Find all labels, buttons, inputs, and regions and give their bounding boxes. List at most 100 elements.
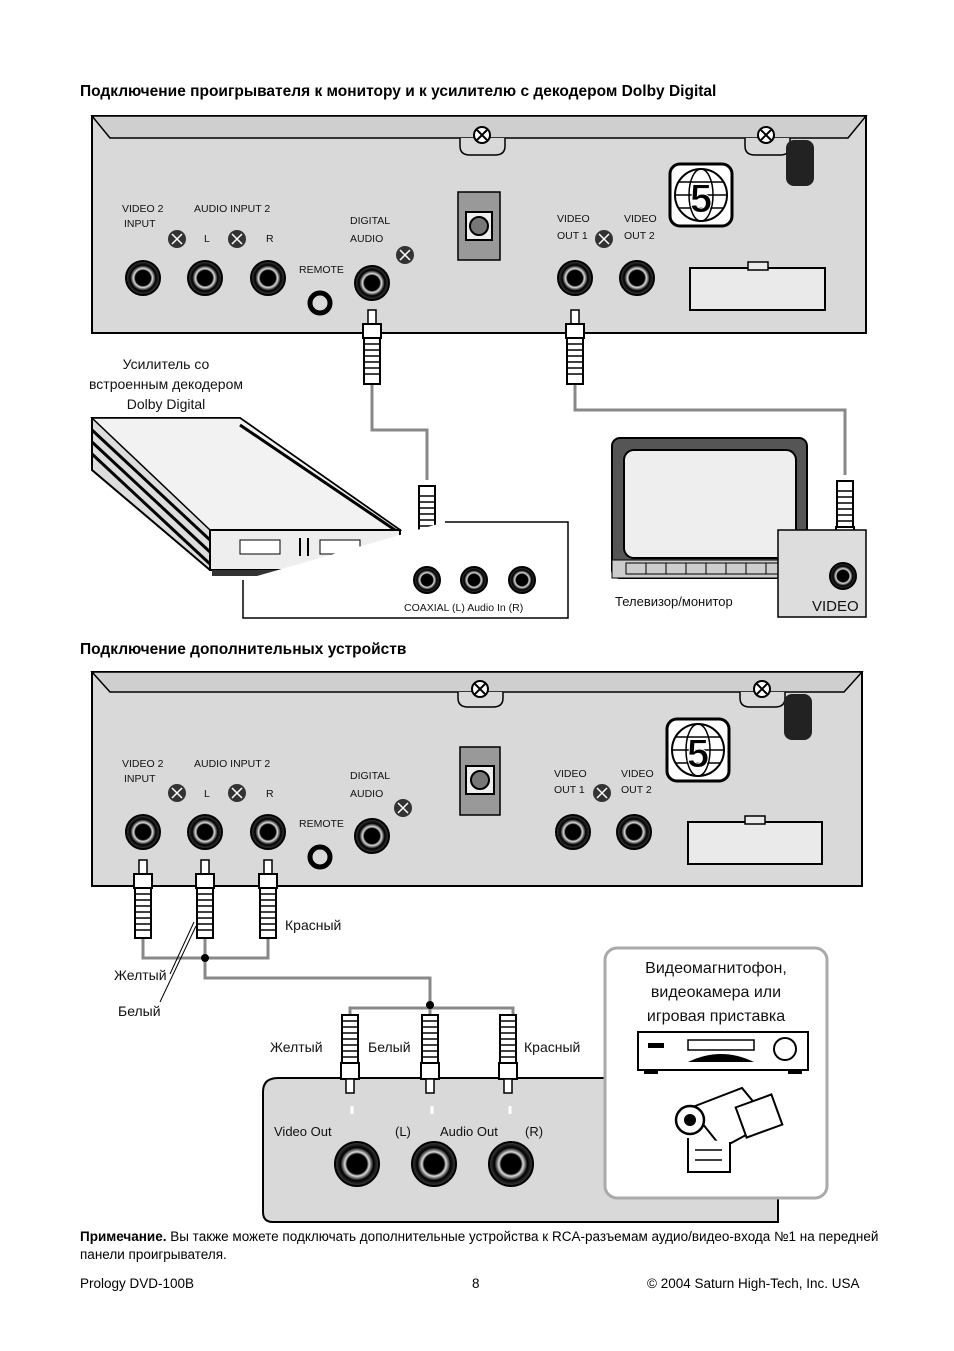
screw-icon: [168, 230, 186, 248]
amplifier-illustration: Усилитель со встроенным декодером Dolby …: [89, 356, 569, 619]
jack-amp-audio-l: [460, 566, 488, 594]
label-remote: REMOTE: [299, 264, 344, 276]
camcorder-icon: [674, 1086, 784, 1173]
jack-video-out2: [616, 814, 652, 850]
label-out2: OUT 2: [624, 230, 655, 242]
amp-label-3: Dolby Digital: [127, 396, 206, 412]
label-input: INPUT: [124, 218, 156, 230]
label-video2: VIDEO 2: [122, 203, 164, 215]
jack-audio-r: [250, 814, 286, 850]
rca-plug-icon: [420, 1014, 440, 1094]
label-l: L: [204, 788, 210, 800]
label-r: R: [266, 233, 274, 245]
rca-plug-icon: [498, 1014, 518, 1094]
jack-coaxial: [413, 566, 441, 594]
rca-plug-icon: [133, 859, 153, 939]
jack-tv-video: [829, 562, 857, 590]
jack-video-out1: [557, 260, 593, 296]
rca-plug-icon: [340, 1014, 360, 1094]
label-r-paren: (R): [525, 1124, 543, 1139]
note-text: Вы также можете подключать дополнительны…: [80, 1229, 879, 1262]
label-audio-out: Audio Out: [440, 1124, 498, 1139]
device-label-1: Видеомагнитофон,: [645, 960, 787, 977]
svg-text:5: 5: [687, 732, 709, 776]
screw-icon: [595, 230, 613, 248]
label-digital: DIGITAL: [350, 215, 390, 227]
tv-monitor-illustration: Телевизор/монитор VIDEO: [611, 437, 867, 618]
footer-copyright: © 2004 Saturn High-Tech, Inc. USA: [647, 1276, 860, 1291]
label-red: Красный: [524, 1039, 580, 1055]
svg-text:5: 5: [690, 177, 712, 221]
jack-digital-audio: [354, 818, 390, 854]
cable-bundle: [141, 935, 515, 1015]
diagram-monitor-amplifier: VIDEO 2 INPUT AUDIO INPUT 2 L R DIGITAL …: [89, 115, 868, 619]
label-audio: AUDIO: [350, 788, 383, 800]
jack-video2-input: [125, 814, 161, 850]
amp-inputs-label: COAXIAL (L) Audio In (R): [404, 602, 523, 614]
jack-remote: [307, 290, 333, 316]
label-video-out2: VIDEO: [621, 768, 654, 780]
diagram-extra-devices: VIDEO 2 INPUT AUDIO INPUT 2 L R DIGITAL …: [90, 671, 864, 1223]
jack-amp-audio-r: [508, 566, 536, 594]
jack-audio-l: [187, 260, 223, 296]
note-paragraph: Примечание. Вы также можете подключать д…: [80, 1228, 880, 1264]
screw-icon: [471, 680, 489, 698]
label-l: L: [204, 233, 210, 245]
device-label-2: видеокамера или: [651, 984, 781, 1001]
label-video-out1: VIDEO: [557, 213, 590, 225]
jack-video-out1: [555, 814, 591, 850]
screw-icon: [593, 784, 611, 802]
jack-device-audio-r: [488, 1141, 534, 1187]
footer-model: Prology DVD-100B: [80, 1276, 195, 1291]
dts-badge-icon: 5: [668, 162, 734, 228]
label-audio-input2: AUDIO INPUT 2: [194, 203, 270, 215]
amp-label-1: Усилитель со: [123, 356, 210, 372]
screw-icon: [473, 126, 491, 144]
jack-device-audio-l: [411, 1141, 457, 1187]
label-white: Белый: [368, 1039, 411, 1055]
label-out1: OUT 1: [554, 784, 585, 796]
rca-plug-icon: [362, 309, 382, 385]
label-l-paren: (L): [395, 1124, 411, 1139]
tv-label: Телевизор/монитор: [615, 594, 733, 609]
footer-page-number: 8: [472, 1276, 480, 1291]
amp-label-2: встроенным декодером: [89, 376, 243, 392]
jack-audio-r: [250, 260, 286, 296]
label-yellow: Желтый: [270, 1039, 323, 1055]
label-remote: REMOTE: [299, 818, 344, 830]
label-video-out: Video Out: [274, 1124, 332, 1139]
player-back-panel: VIDEO 2 INPUT AUDIO INPUT 2 L R DIGITAL …: [90, 671, 864, 887]
device-label-3: игровая приставка: [647, 1008, 785, 1025]
screw-icon: [394, 799, 412, 817]
label-input: INPUT: [124, 773, 156, 785]
rca-plug-icon: [195, 859, 215, 939]
screw-icon: [168, 784, 186, 802]
note-bold-label: Примечание.: [80, 1229, 167, 1244]
label-audio: AUDIO: [350, 233, 383, 245]
tv-video-label: VIDEO: [812, 598, 859, 615]
label-out2: OUT 2: [621, 784, 652, 796]
label-video-out1: VIDEO: [554, 768, 587, 780]
dts-badge-icon: 5: [665, 717, 731, 783]
screw-icon: [396, 246, 414, 264]
label-r: R: [266, 788, 274, 800]
label-out1: OUT 1: [557, 230, 588, 242]
label-white-left: Белый: [118, 1003, 161, 1019]
screw-icon: [228, 230, 246, 248]
label-red-top: Красный: [285, 917, 341, 933]
heading-dolby-connection: Подключение проигрывателя к монитору и к…: [80, 83, 717, 100]
jack-audio-l: [187, 814, 223, 850]
label-video-out2: VIDEO: [624, 213, 657, 225]
jack-remote: [307, 844, 333, 870]
player-back-panel: VIDEO 2 INPUT AUDIO INPUT 2 L R DIGITAL …: [90, 115, 868, 334]
rca-plug-icon: [258, 859, 278, 939]
rca-plug-icon: [565, 309, 585, 385]
label-video2: VIDEO 2: [122, 758, 164, 770]
external-device-box: Видеомагнитофон, видеокамера или игровая…: [603, 946, 829, 1200]
jack-video-out2: [619, 260, 655, 296]
label-yellow-left: Желтый: [114, 967, 167, 983]
label-digital: DIGITAL: [350, 770, 390, 782]
screw-icon: [228, 784, 246, 802]
screw-icon: [757, 126, 775, 144]
jack-device-video-out: [334, 1141, 380, 1187]
